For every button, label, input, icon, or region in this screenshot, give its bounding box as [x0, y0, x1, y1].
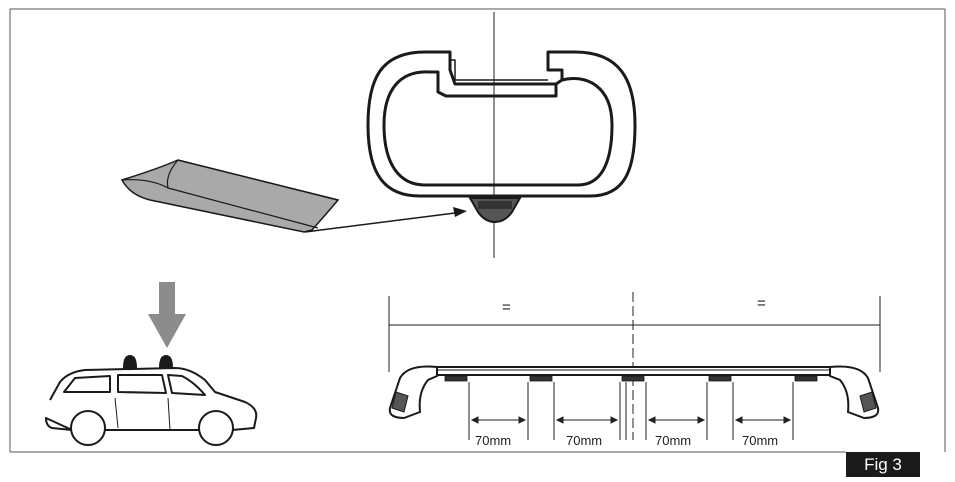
- strip-to-plug-arrow: [304, 207, 467, 233]
- figure-label: Fig 3: [846, 452, 920, 477]
- down-arrow-icon: [148, 282, 186, 348]
- roof-bar-profile-icon: [366, 50, 637, 198]
- equal-mark-left: =: [502, 299, 511, 316]
- gap-label-4: 70mm: [742, 433, 778, 448]
- gap-label-3: 70mm: [655, 433, 691, 448]
- gap-arrows: [470, 416, 792, 424]
- gap-label-1: 70mm: [475, 433, 511, 448]
- equal-mark-right: =: [757, 295, 766, 312]
- end-plug-icon: [468, 197, 522, 224]
- car-icon: [45, 355, 258, 446]
- cover-strip-icon: [120, 159, 340, 233]
- roof-bar-side-view-icon: [388, 365, 880, 420]
- gap-extension-lines: [468, 382, 794, 440]
- frame-border: [9, 8, 946, 453]
- gap-label-2: 70mm: [566, 433, 602, 448]
